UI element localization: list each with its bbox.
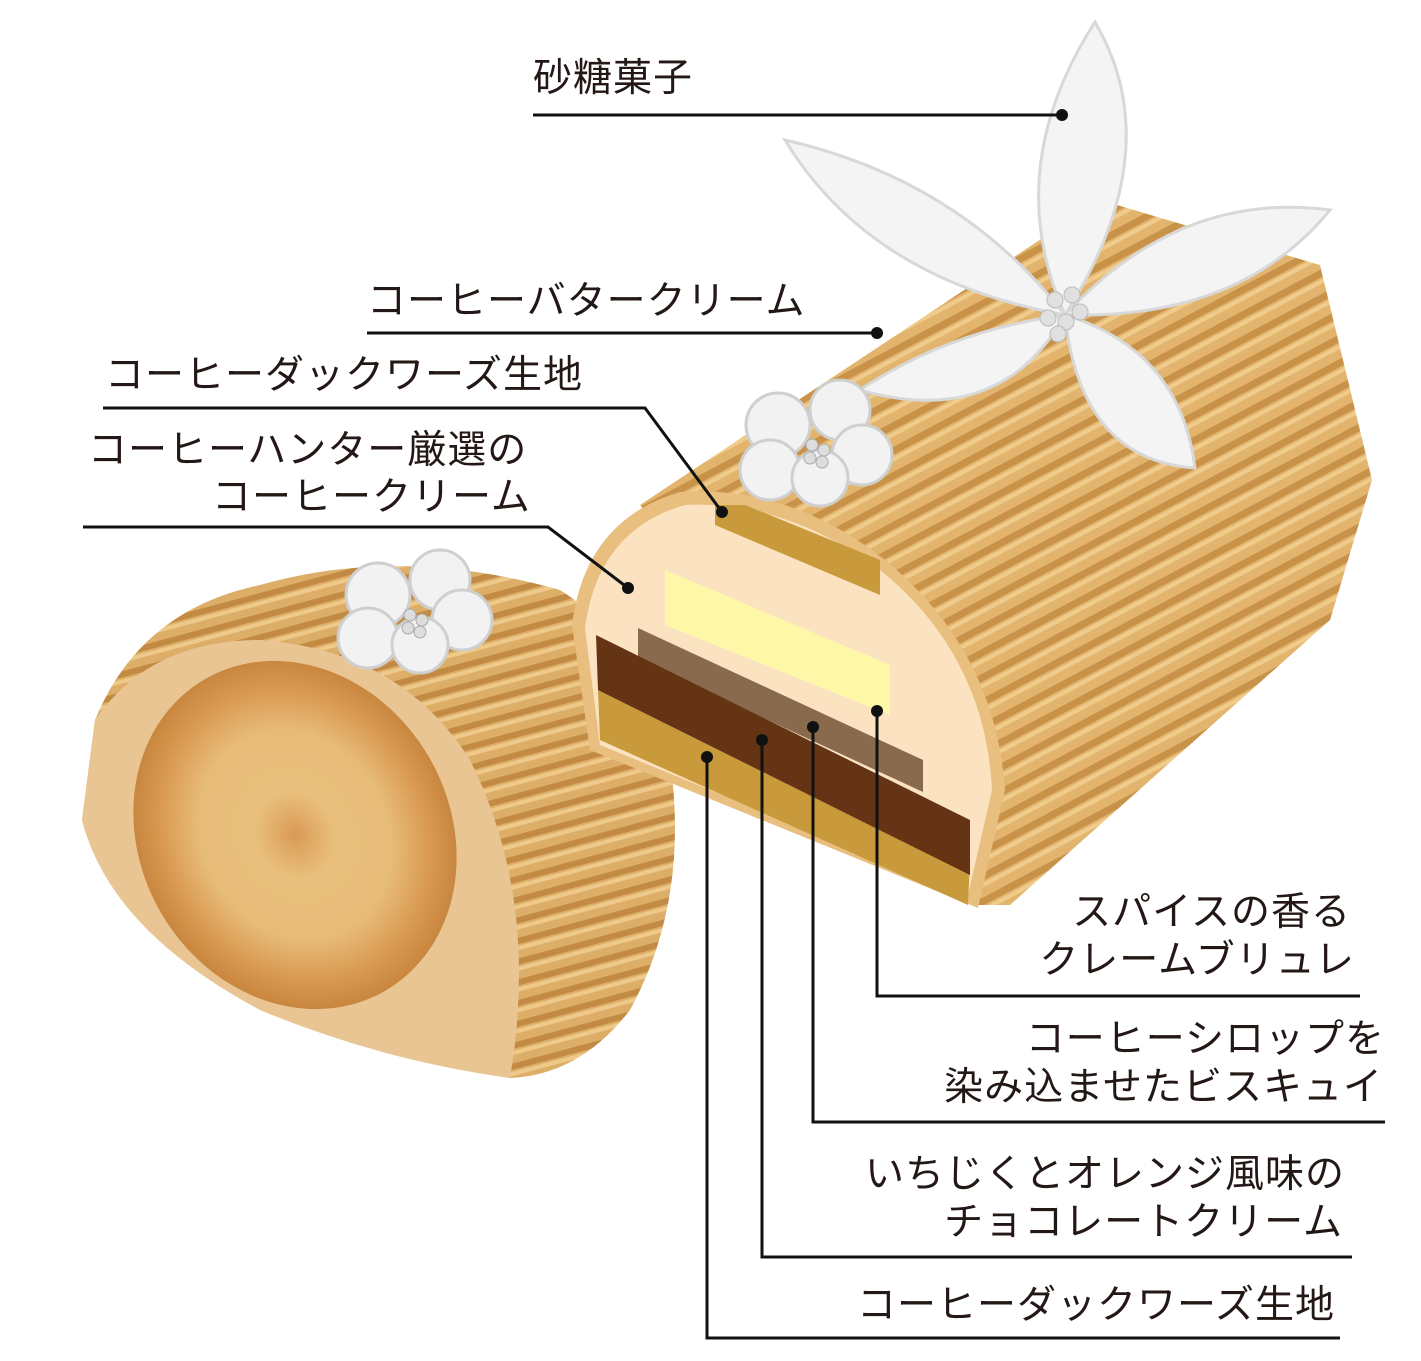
cut-roll-piece bbox=[82, 566, 675, 1078]
label-coffee-cream-line1: コーヒーハンター厳選の bbox=[88, 428, 528, 473]
label-creme-brulee-line2: クレームブリュレ bbox=[1039, 938, 1355, 983]
label-chocolate-line2: チョコレートクリーム bbox=[944, 1200, 1343, 1245]
creme-brulee-layer bbox=[665, 570, 890, 715]
label-coffee-dacquoise-top: コーヒーダックワーズ生地 bbox=[105, 353, 584, 398]
main-log bbox=[572, 200, 1372, 908]
label-creme-brulee-line1: スパイスの香る bbox=[1072, 890, 1351, 935]
sugar-flower-large bbox=[781, 19, 1333, 470]
label-coffee-cream-line2: コーヒークリーム bbox=[212, 475, 531, 520]
leader-dots bbox=[622, 109, 1068, 763]
sugar-flower-small bbox=[336, 548, 494, 675]
label-biscuit-line1: コーヒーシロップを bbox=[1025, 1017, 1385, 1062]
label-chocolate-line1: いちじくとオレンジ風味の bbox=[864, 1152, 1345, 1197]
leader-lines bbox=[83, 113, 1385, 1340]
sugar-flower-small bbox=[738, 378, 894, 508]
label-coffee-dacquoise-bottom: コーヒーダックワーズ生地 bbox=[856, 1283, 1335, 1328]
label-biscuit-line2: 染み込ませたビスキュイ bbox=[944, 1065, 1383, 1110]
label-sugar-confection: 砂糖菓子 bbox=[533, 56, 694, 101]
label-coffee-butter-cream: コーヒーバタークリーム bbox=[367, 279, 806, 324]
dacquoise-top-layer bbox=[715, 505, 880, 595]
biscuit-layer bbox=[638, 628, 923, 792]
